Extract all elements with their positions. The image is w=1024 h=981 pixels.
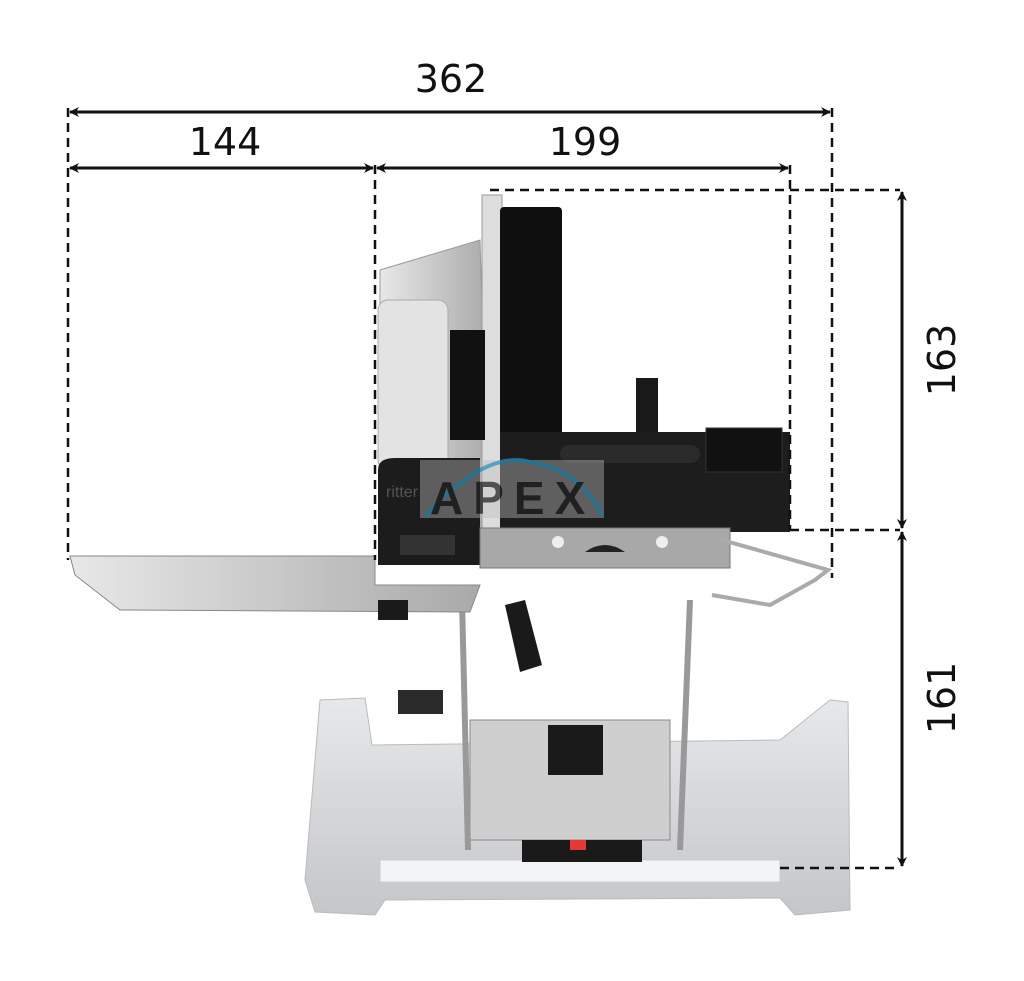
slicer-illustration: ritter APEX: [69, 194, 851, 916]
extension-lines: [66, 108, 900, 870]
apex-watermark: APEX: [420, 458, 604, 524]
tray-floor: [379, 859, 781, 883]
label-upper-height: 163: [920, 324, 964, 397]
food-tray: [69, 555, 481, 613]
label-lower-height: 161: [920, 662, 964, 735]
blade: [500, 207, 562, 437]
label-right-width: 199: [549, 120, 622, 164]
label-overall-width: 362: [415, 57, 488, 101]
label-left-width: 144: [189, 120, 262, 164]
brand-label: ritter: [386, 484, 419, 501]
svg-text:APEX: APEX: [430, 472, 595, 524]
